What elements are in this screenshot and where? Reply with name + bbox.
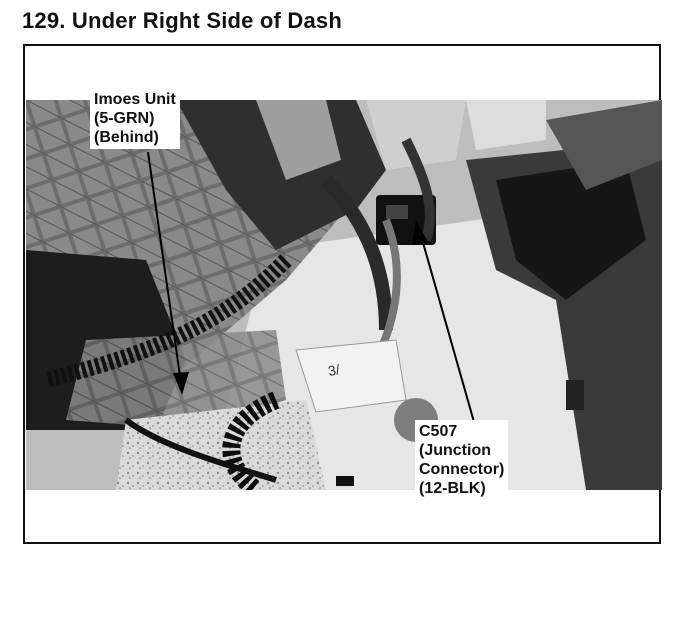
c507-callout: C507 (Junction Connector) (12-BLK) (415, 420, 509, 500)
callout-line: (Behind) (94, 129, 159, 146)
page-title: 129. Under Right Side of Dash (22, 8, 342, 33)
callout-line: Imoes Unit (94, 91, 176, 108)
connector-marking: 3/ (326, 361, 341, 379)
dash-photo: 3/ (26, 100, 662, 490)
callout-line: C507 (419, 423, 458, 440)
imoes-unit-callout: Imoes Unit (5-GRN) (Behind) (90, 88, 180, 149)
callout-line: (12-BLK) (419, 480, 486, 497)
callout-line: Connector) (419, 461, 505, 478)
callout-line: (Junction (419, 442, 491, 459)
callout-line: (5-GRN) (94, 110, 155, 127)
